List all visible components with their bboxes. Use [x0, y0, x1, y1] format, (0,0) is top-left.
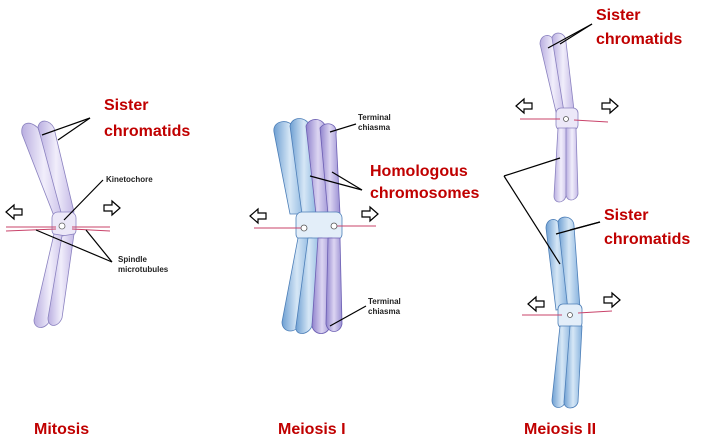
mitosis-spindle-label-1: Spindle	[118, 255, 147, 264]
meiosis1-terminal-bottom-label-2: chiasma	[368, 307, 401, 316]
mitosis-title: Mitosis	[34, 421, 89, 438]
mitosis-sister-leader-2	[57, 117, 91, 141]
mitosis-kinetochore-leader	[63, 179, 104, 221]
meiosis1-upper-chromatid-4	[319, 123, 341, 215]
meiosis1-panel: Terminal chiasma Homologous chromosomes …	[249, 113, 479, 438]
meiosis2-sister-bottom-label-1: Sister	[604, 207, 648, 224]
meiosis2-sister-top-leader-2	[559, 23, 593, 45]
meiosis2-sister-bottom-label-2: chromatids	[604, 231, 690, 248]
meiosis2-top-kinetochore	[563, 116, 569, 122]
meiosis1-homologous-label-1: Homologous	[370, 163, 468, 180]
mitosis-arrow-right-icon	[103, 199, 121, 217]
meiosis1-terminal-top-leader	[329, 123, 357, 133]
mitosis-sister-label-2: chromatids	[104, 123, 190, 140]
meiosis1-lower-chromatid-4	[325, 237, 343, 332]
meiosis1-arrow-right-icon	[361, 205, 379, 223]
mitosis-chromatid-upper-right	[37, 120, 75, 217]
mitosis-kinetochore-dot	[58, 222, 66, 230]
meiosis1-terminal-bottom-leader	[329, 305, 367, 327]
meiosis2-top-arrow-right-icon	[601, 97, 619, 115]
meiosis1-kinetochore-left	[300, 224, 308, 232]
meiosis2-sister-top-label-2: chromatids	[596, 31, 682, 48]
mitosis-spindle-leader-1	[35, 229, 113, 263]
meiosis1-arrow-left-icon	[249, 207, 267, 225]
meiosis2-sister-bottom-leader-2	[569, 221, 601, 231]
meiosis1-terminal-top-label-1: Terminal	[358, 113, 391, 122]
meiosis1-homologous-label-2: chromosomes	[370, 185, 479, 202]
meiosis2-top-lower-right	[565, 127, 579, 201]
mitosis-spindle-leader-2	[85, 229, 113, 263]
meiosis2-top-arrow-left-icon	[515, 97, 533, 115]
meiosis2-top-spindle-right	[573, 119, 609, 123]
mitosis-kinetochore-label: Kinetochore	[106, 175, 153, 184]
meiosis1-kinetochore-right	[330, 222, 338, 230]
mitosis-spindle-label-2: microtubules	[118, 265, 169, 274]
meiosis2-bottom-spindle-right	[577, 310, 613, 314]
mitosis-arrow-left-icon	[5, 203, 23, 221]
mitosis-panel: Sister chromatids Kinetochore Spindle mi…	[5, 97, 190, 438]
mitosis-spindle-right-2	[71, 228, 111, 232]
meiosis1-terminal-top-label-2: chiasma	[358, 123, 391, 132]
meiosis2-homologous-leader-top	[503, 157, 561, 177]
meiosis2-title: Meiosis II	[524, 421, 596, 438]
meiosis2-top-chromatid-right	[551, 32, 575, 113]
meiosis1-title: Meiosis I	[278, 421, 346, 438]
mitosis-chromatid-lower-right	[47, 233, 75, 326]
meiosis1-homologous-leader-2	[331, 171, 363, 191]
meiosis2-bottom-arrow-left-icon	[527, 295, 545, 313]
meiosis2-panel: Sister chromatids Sister chromatids Meio…	[503, 7, 690, 438]
meiosis2-bottom-chromatid-right	[557, 216, 581, 311]
meiosis2-bottom-kinetochore	[567, 312, 573, 318]
mitosis-sister-leader-1	[41, 117, 91, 136]
meiosis2-bottom-arrow-right-icon	[603, 291, 621, 309]
meiosis2-sister-top-label-1: Sister	[596, 7, 640, 24]
meiosis1-terminal-bottom-label-1: Terminal	[368, 297, 401, 306]
meiosis2-homologous-leader-bottom	[503, 175, 561, 265]
meiosis1-homologous-leader-1	[309, 175, 363, 191]
mitosis-spindle-left-2	[5, 228, 57, 232]
mitosis-sister-label-1: Sister	[104, 97, 148, 114]
meiosis2-bottom-lower-right	[563, 325, 583, 409]
